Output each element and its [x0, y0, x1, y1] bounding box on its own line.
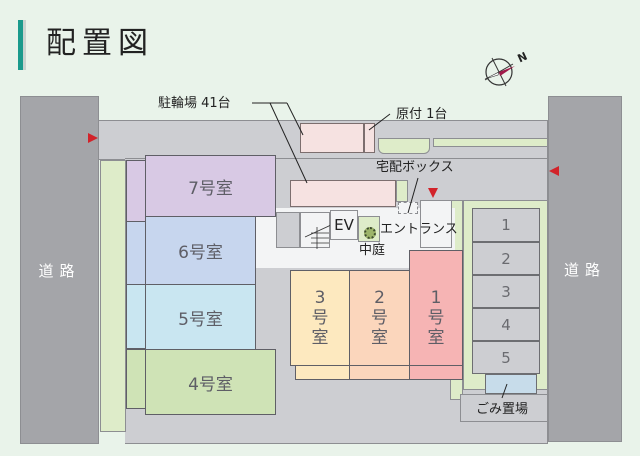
room-3: 3 号 室 — [290, 270, 350, 366]
room-6-annex — [126, 221, 146, 285]
room-5: 5号室 — [145, 284, 256, 350]
room-1: 1 号 室 — [409, 250, 463, 366]
entrance-hall — [420, 200, 452, 248]
parking-space-5: 5 — [472, 341, 540, 374]
room-7-annex — [126, 160, 146, 222]
room-5-annex — [126, 284, 146, 349]
garbage-label: ごみ置場 — [476, 402, 529, 417]
room-7: 7号室 — [145, 155, 276, 217]
room-3-label-shitsu: 室 — [311, 328, 329, 348]
moped-parking-label: 原付 1台 — [396, 107, 448, 122]
bicycle-parking-label: 駐輪場 41台 — [158, 96, 231, 111]
elevator: EV — [330, 210, 358, 240]
moped-parking — [364, 123, 375, 153]
room-1-label-number: 1 — [430, 288, 442, 308]
road-left-label: 道路 — [38, 261, 81, 280]
bicycle-parking-1 — [300, 123, 364, 153]
parking-space-3-label: 3 — [501, 282, 511, 301]
room-7-label: 7号室 — [188, 178, 233, 199]
room-2-label-number: 2 — [374, 288, 385, 308]
entrance-arrow-left-road — [88, 133, 98, 143]
room-1-balcony — [409, 365, 463, 380]
page-title: 配置図 — [46, 26, 154, 61]
elevator-label: EV — [334, 216, 354, 234]
delivery-box — [398, 202, 418, 214]
entrance-label: エントランス — [380, 222, 458, 237]
parking-space-4-label: 4 — [501, 315, 511, 334]
room-2-label-go: 号 — [371, 308, 388, 328]
parking-space-2-label: 2 — [501, 249, 511, 268]
room-2-label-shitsu: 室 — [371, 328, 388, 348]
green-strip-left — [100, 160, 126, 432]
room-5-label: 5号室 — [178, 309, 223, 330]
garbage-yard — [460, 394, 548, 422]
room-3-balcony — [295, 365, 350, 380]
room-3-label-number: 3 — [314, 288, 326, 308]
room-1-label-go: 号 — [427, 308, 445, 328]
title-accent-bar — [18, 20, 23, 70]
room-2-balcony — [349, 365, 410, 380]
parking-space-5-label: 5 — [501, 348, 511, 367]
room-3-label-go: 号 — [311, 308, 329, 328]
compass-icon — [480, 52, 528, 92]
bicycle-parking-2 — [290, 180, 396, 207]
room-6-label: 6号室 — [178, 243, 223, 263]
room-4-label: 4号室 — [188, 374, 233, 395]
parking-space-1-label: 1 — [501, 216, 511, 234]
room-4-annex — [126, 349, 146, 409]
room-4: 4号室 — [145, 349, 276, 415]
road-right: 道路 — [548, 96, 622, 442]
courtyard-label: 中庭 — [359, 243, 386, 258]
parking-space-2: 2 — [472, 242, 540, 275]
parking-space-4: 4 — [472, 308, 540, 341]
room-1-label-shitsu: 室 — [427, 328, 445, 348]
entrance-arrow-right-road — [549, 166, 559, 176]
green-planter-top — [378, 138, 430, 154]
stair-storage — [276, 212, 300, 248]
room-6: 6号室 — [145, 216, 256, 285]
tree-icon — [364, 227, 376, 239]
room-2: 2 号 室 — [349, 270, 410, 366]
delivery-box-label: 宅配ボックス — [376, 160, 454, 175]
road-right-label: 道路 — [563, 260, 606, 279]
road-left: 道路 — [20, 96, 99, 444]
entrance-arrow-main — [428, 188, 438, 198]
parking-space-1: 1 — [472, 208, 540, 242]
garbage-area — [485, 374, 537, 394]
title-accent-bar-shadow — [23, 20, 26, 70]
green-strip-top-right — [433, 138, 548, 147]
delivery-box-planter — [396, 180, 408, 202]
stairs — [300, 212, 331, 249]
parking-space-3: 3 — [472, 275, 540, 308]
